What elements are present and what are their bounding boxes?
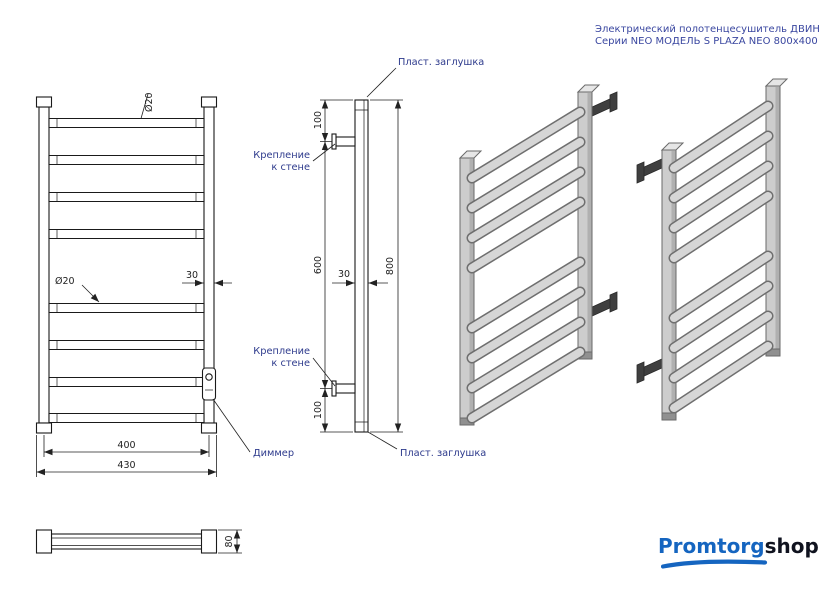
dim-100-top-label: 100 (313, 111, 324, 129)
dimmer-label: Диммер (253, 448, 294, 459)
logo-part-shop: shop (764, 534, 819, 558)
side-depth-label: 30 (338, 269, 350, 280)
iso-b-top-bracket (641, 157, 665, 178)
front-left-rail (38, 106, 50, 424)
product-title-line2: Серии NEO МОДЕЛЬ S PLAZA NEO 800x400 (595, 36, 818, 47)
iso-b-left-rail-top (660, 142, 685, 151)
iso-a-bottom-bracket-plate (609, 291, 618, 313)
iso-b-left-rail-shade (671, 151, 676, 419)
dim-400-label: 400 (117, 440, 135, 451)
front-right-bottom-cap (200, 422, 218, 434)
iso-a-rungs (468, 108, 584, 422)
bracket-bottom-leader (312, 357, 336, 387)
logo-wordmark: Promtorgshop (658, 534, 819, 558)
iso-a-rungs-outline (466, 106, 586, 424)
iso-b-left-rail-cap (661, 412, 677, 421)
front-left-bottom-cap (35, 422, 53, 434)
side-bottom-bracket (335, 383, 356, 394)
dim-600-label: 600 (313, 256, 324, 274)
dimmer-leader-line (212, 398, 251, 453)
plug-top-label: Пласт. заглушка (398, 57, 484, 68)
side-rail-detail-lines (355, 100, 368, 432)
bracket-top-label-line2: к стене (271, 162, 310, 173)
iso-b-bottom-bracket (641, 357, 665, 378)
iso-a-top-bracket (589, 97, 613, 118)
iso-b-rungs (670, 102, 772, 412)
bracket-top-label-line1: Крепление (253, 150, 310, 161)
iso-b-bottom-bracket-plate (636, 361, 645, 384)
bracket-bottom-label-line1: Крепление (253, 346, 310, 357)
front-rungs (48, 117, 205, 424)
iso-view-left (636, 78, 789, 421)
product-title: Электрический полотенцесушитель ДВИН Сер… (595, 24, 820, 48)
iso-b-top-bracket-plate (636, 161, 645, 184)
top-view-tube (50, 533, 203, 550)
dia-top-label: Ø20 (144, 92, 155, 112)
top-view-right-cap (200, 529, 218, 554)
side-view-drawing: Пласт. заглушка Пласт. заглушка Креплени… (253, 57, 486, 459)
bracket-top-leader (312, 143, 336, 162)
front-view-drawing: Диммер Ø20 Ø20 30 400 430 (35, 92, 294, 477)
dim-430-label: 430 (117, 460, 135, 471)
dim-800-label: 800 (385, 257, 396, 275)
plug-bottom-label: Пласт. заглушка (400, 448, 486, 459)
logo-part-promtorg: Promtorg (658, 534, 765, 558)
front-rung-end-ticks (56, 118, 197, 423)
top-view-left-cap (35, 529, 53, 554)
iso-b-rungs-outline (668, 100, 774, 414)
side-top-bracket-plate (331, 133, 337, 150)
top-view-drawing: 80 (35, 529, 242, 554)
side-rail-profile (354, 99, 369, 433)
iso-a-left-rail-shade (469, 159, 474, 424)
promtorgshop-logo: Promtorgshop (658, 534, 819, 569)
dia-top-leader (140, 93, 149, 119)
iso-b-right-rail-top (764, 78, 789, 87)
dim-100-bottom-label: 100 (313, 401, 324, 419)
plug-bottom-leader (367, 431, 398, 450)
iso-a-left-rail-top (458, 150, 483, 159)
dimmer-knob (201, 367, 217, 401)
iso-a-top-bracket-plate (609, 91, 618, 113)
dim-80-label: 80 (224, 535, 235, 547)
product-title-line1: Электрический полотенцесушитель ДВИН (595, 24, 820, 35)
dimmer-indicator (205, 373, 213, 381)
front-right-top-cap (200, 96, 218, 108)
bracket-bottom-label-line2: к стене (271, 358, 310, 369)
top-view-tube-lines (51, 537, 202, 546)
front-rail-width-label: 30 (186, 270, 198, 281)
iso-a-bottom-bracket (589, 297, 613, 318)
side-top-bracket (335, 136, 356, 147)
front-left-top-cap (35, 96, 53, 108)
dia-mid-label: Ø20 (55, 276, 75, 287)
logo-swoosh-icon (661, 559, 768, 569)
iso-b-right-rail-shade (775, 87, 780, 355)
iso-view-right (458, 84, 618, 426)
iso-a-right-rail-shade (587, 93, 592, 358)
iso-a-right-rail-top (576, 84, 601, 93)
plug-top-leader (366, 67, 397, 98)
dia-mid-leader (81, 284, 100, 303)
